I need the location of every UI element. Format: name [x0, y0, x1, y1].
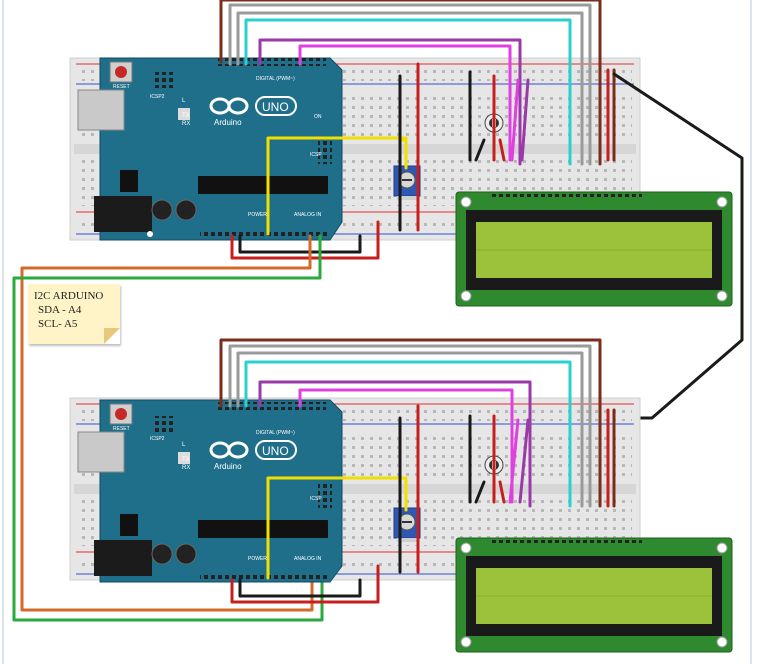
arduino-uno-top: RESET ICSP2 DIGITAL (PWM~) L TX RX UNO A…	[77, 57, 343, 241]
icsp-label: ICSP	[310, 152, 322, 158]
icsp2-label-bottom: ICSP2	[150, 436, 165, 442]
note-sda-line: SDA - A4	[38, 304, 82, 316]
wires-top	[12, 0, 744, 622]
l-led-label: L	[182, 98, 186, 104]
potentiometer-bottom	[393, 507, 421, 543]
arduino-brand-text: Arduino	[214, 118, 242, 127]
analog-label: ANALOG IN	[294, 212, 322, 218]
arduino-brand-text-bottom: Arduino	[214, 462, 242, 471]
on-led-label: ON	[314, 114, 322, 120]
power-label: POWER	[248, 212, 267, 218]
note-scl-line: SCL- A5	[38, 318, 78, 330]
reset-label-bottom: RESET	[113, 426, 130, 432]
bottom-circuit: RESET ICSP2 DIGITAL (PWM~) L TX RX UNO A…	[69, 338, 733, 653]
rx-led-label: RX	[182, 121, 190, 127]
lcd-display-top	[455, 191, 733, 307]
tx-led-label: TX	[182, 113, 190, 119]
arduino-logo-bottom: UNO Arduino	[209, 440, 297, 471]
analog-label-bottom: ANALOG IN	[294, 556, 322, 562]
digital-label-bottom: DIGITAL (PWM~)	[256, 430, 295, 436]
note-title: I2C ARDUINO	[34, 290, 104, 302]
reset-label: RESET	[113, 84, 130, 90]
tx-led-label-bottom: TX	[182, 457, 190, 463]
icsp2-label: ICSP2	[150, 94, 165, 100]
power-label-bottom: POWER	[248, 556, 267, 562]
uno-logo-text-bottom: UNO	[262, 444, 289, 458]
arduino-logo: UNO Arduino	[209, 96, 297, 127]
potentiometer-top	[393, 165, 421, 201]
wires-bottom	[219, 338, 616, 604]
top-circuit: RESET ICSP2 DIGITAL (PWM~) L TX RX UNO A…	[12, 0, 744, 622]
lcd-display-bottom	[455, 537, 733, 653]
note-fold	[104, 328, 120, 344]
rx-led-label-bottom: RX	[182, 465, 190, 471]
digital-label: DIGITAL (PWM~)	[256, 76, 295, 82]
l-led-label-bottom: L	[182, 442, 186, 448]
i2c-note: I2C ARDUINO SDA - A4 SCL- A5	[28, 284, 120, 344]
arduino-uno-bottom: RESET ICSP2 DIGITAL (PWM~) L TX RX UNO A…	[77, 399, 343, 583]
uno-logo-text: UNO	[262, 100, 289, 114]
icsp-label-bottom: ICSP	[310, 496, 322, 502]
